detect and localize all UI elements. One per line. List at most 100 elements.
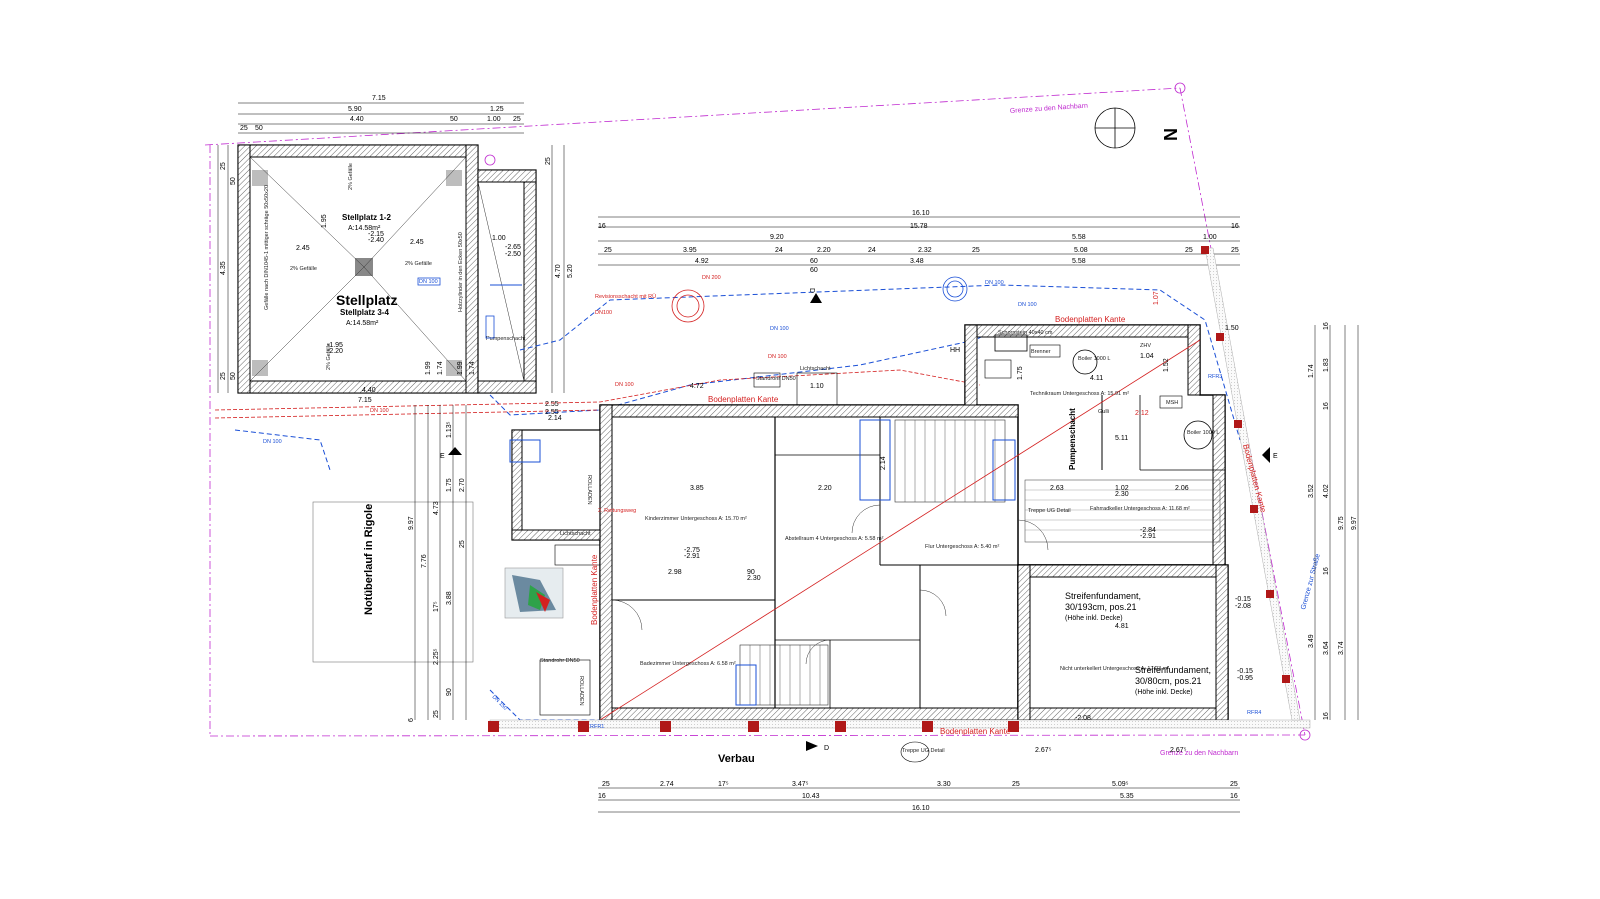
- left-2255: 2.25⁵: [433, 648, 440, 665]
- piles: Verbau: [488, 246, 1311, 765]
- left-175: 1.75: [446, 478, 453, 492]
- rfr1-label: RFR1: [590, 724, 604, 730]
- section-e-right: E: [1273, 453, 1278, 460]
- top-100: 1.00: [1203, 234, 1217, 241]
- inner-230b: 2.30: [747, 575, 761, 582]
- bottom-16b: 16: [1230, 793, 1238, 800]
- garage-right-174: 1.74: [469, 361, 476, 375]
- slab-edge-left: Bodenplatten Kante: [590, 554, 599, 625]
- top-25b: 25: [972, 247, 980, 254]
- garage-dim-245b: 2.45: [410, 239, 424, 246]
- north-arrow: N: [1094, 107, 1180, 149]
- inner-206: 2.06: [1175, 485, 1189, 492]
- detail-thumbnail: [504, 567, 564, 619]
- garage-right-25: 25: [545, 157, 552, 165]
- garage-dim-255: 2.55: [545, 401, 559, 408]
- bottom-25c: 25: [1230, 781, 1238, 788]
- section-d-bottom: D: [824, 745, 829, 752]
- right-975: 9.75: [1338, 516, 1345, 530]
- top-232: 2.32: [918, 247, 932, 254]
- garage-dim-50: 50: [450, 116, 458, 123]
- bottom-1043: 10.43: [802, 793, 820, 800]
- garage-right-470: 4.70: [555, 264, 562, 278]
- bottom-dimensions: 25 2.74 17⁵ 3.47⁵ 3.30 25 5.09⁵ 25 16 10…: [598, 781, 1240, 813]
- right-352: 3.52: [1308, 484, 1315, 498]
- inner-214: 2.14: [880, 456, 887, 470]
- inner-481: 4.81: [1115, 623, 1129, 630]
- foundation1-size: 30/193cm, pos.21: [1065, 602, 1137, 612]
- pipe-dn100-e: DN 100: [615, 382, 634, 388]
- shutter-label-2: ROLLADEN: [578, 676, 584, 706]
- gulli-label: Gulli: [1098, 409, 1109, 415]
- top-25d: 25: [1231, 247, 1239, 254]
- inner-level-291: -2.91: [684, 553, 700, 560]
- right-997: 9.97: [1351, 516, 1358, 530]
- garage-dim-50b: 50: [255, 125, 263, 132]
- bottom-3475: 3.47⁵: [792, 781, 809, 788]
- gradient-note: Gefälle nach DIN1045-1 mittiger schräge …: [264, 185, 270, 310]
- inner-90: 90: [747, 569, 755, 576]
- kinderzimmer-label: Kinderzimmer Untergeschoss A: 15.70 m²: [645, 516, 747, 522]
- gradient-label-3: 2% Gefälle: [348, 163, 354, 190]
- garage-dim-715b: 7.15: [358, 397, 372, 404]
- bottom-25a: 25: [602, 781, 610, 788]
- gradient-label-4: 2% Gefälle: [326, 343, 332, 370]
- standpipe-label-2: Standrohr DN50: [540, 658, 580, 664]
- stellplatz-34-area: A:14.58m²: [346, 320, 379, 327]
- bottom-274: 2.74: [660, 781, 674, 788]
- pipe-dn100-g: DN 100: [768, 354, 787, 360]
- inner-263: 2.63: [1050, 485, 1064, 492]
- top-395: 3.95: [683, 247, 697, 254]
- bottom-5095: 5.09⁵: [1112, 781, 1129, 788]
- inner-104: 1.04: [1140, 353, 1154, 360]
- inner-110: 1.10: [810, 383, 824, 390]
- bottom-1610: 16.10: [912, 805, 930, 812]
- rigole-area: Notüberlauf in Rigole: [312, 501, 474, 663]
- garage-dim-590: 5.90: [348, 106, 362, 113]
- gradient-label-2: 2% Gefälle: [405, 261, 432, 267]
- slab-edge-bottom: Bodenplatten Kante: [940, 727, 1011, 736]
- inner-472: 4.72: [690, 383, 704, 390]
- garage-dim-245a: 2.45: [296, 245, 310, 252]
- pipe-dn100-a: DN 100: [985, 280, 1004, 286]
- pump-shaft-label: Pumpenschacht: [1068, 408, 1077, 470]
- garage-dim-125: 1.25: [490, 106, 504, 113]
- pipe-dn100-f: DN 100: [370, 408, 389, 414]
- top-25c: 25: [1185, 247, 1193, 254]
- garage-left-50: 50: [230, 177, 237, 185]
- bottom-330: 3.30: [937, 781, 951, 788]
- section-e-left: E: [440, 453, 445, 460]
- garage-left-25: 25: [220, 162, 227, 170]
- main-house: [509, 324, 1229, 721]
- boiler-top-label: Boiler 1000 L: [1078, 356, 1110, 362]
- garage-dim-100: 1.00: [492, 235, 506, 242]
- left-997: 9.97: [408, 516, 415, 530]
- shutter-label-1: ROLLADEN: [586, 475, 592, 505]
- top-558b: 5.58: [1072, 258, 1086, 265]
- bottom-175: 17⁵: [718, 781, 729, 788]
- garage-dim-25a: 25: [240, 125, 248, 132]
- gradient-label-1: 2% Gefälle: [290, 266, 317, 272]
- inner-411: 4.11: [1090, 375, 1103, 382]
- north-label: N: [1160, 128, 1180, 141]
- inner-level-284: -2.84: [1140, 527, 1156, 534]
- left-388: 3.88: [446, 591, 453, 605]
- bottom-16a: 16: [598, 793, 606, 800]
- left-25: 25: [433, 710, 440, 718]
- garage-structure: Stellplatz Stellplatz 1-2 A:14.58m² Stel…: [237, 144, 559, 408]
- top-60a: 60: [810, 258, 818, 265]
- inner-385: 3.85: [690, 485, 704, 492]
- inner-level-291b: -2.91: [1140, 533, 1156, 540]
- garage-left-195: 1.95: [321, 214, 328, 228]
- rfr3-label: RFR3: [1208, 374, 1222, 380]
- inner-152: 1.52: [1163, 358, 1170, 372]
- foundation1-title: Streifenfundament,: [1065, 591, 1141, 601]
- inner-107: 1.07: [1153, 291, 1160, 305]
- top-25a: 25: [604, 247, 612, 254]
- garage-dimensions: 7.15 5.90 1.25 4.40 50 1.00 25 50 25 25 …: [217, 95, 574, 393]
- inner-level-015a: -0.15: [1235, 596, 1251, 603]
- rfr4-label: RFR4: [1247, 710, 1261, 716]
- top-dimensions: 16.10 16 15.78 16 9.20 5.58 1.00 25 3.95…: [598, 210, 1240, 274]
- garage-drain-label: DN 100: [419, 279, 438, 285]
